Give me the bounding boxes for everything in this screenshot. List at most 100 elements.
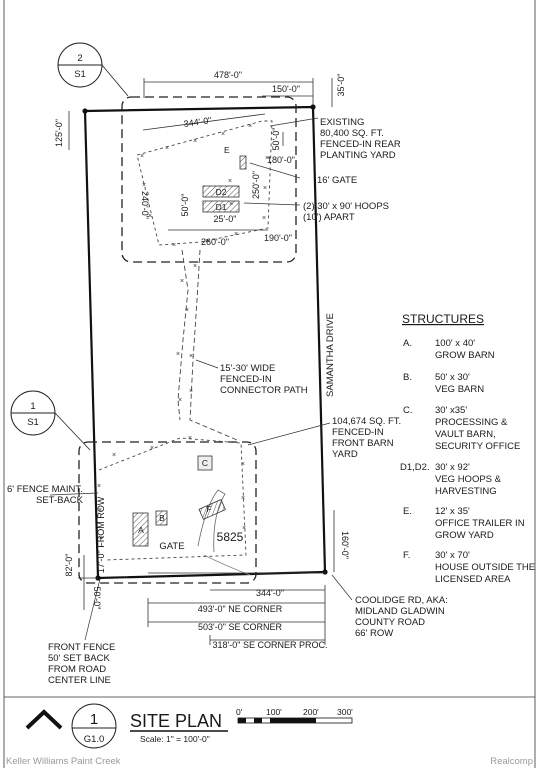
rear-yard-outline xyxy=(121,96,297,263)
svg-text:FROM ROAD: FROM ROAD xyxy=(48,664,106,675)
svg-text:OFFICE TRAILER IN: OFFICE TRAILER IN xyxy=(435,518,525,529)
svg-text:F.: F. xyxy=(403,550,410,561)
svg-text:(10') APART: (10') APART xyxy=(303,212,355,223)
rear-fence-line xyxy=(136,120,273,246)
svg-text:MIDLAND GLADWIN: MIDLAND GLADWIN xyxy=(355,606,445,617)
ref-upper-number: 2 xyxy=(77,53,82,64)
svg-text:×: × xyxy=(265,155,269,162)
tag-c: C xyxy=(202,458,208,468)
svg-text:A.: A. xyxy=(403,338,412,349)
svg-text:FRONT BARN: FRONT BARN xyxy=(332,438,394,449)
front-fence-markers: ××× ××× ××× xyxy=(97,435,246,542)
building-a xyxy=(132,512,149,547)
svg-text:×: × xyxy=(189,388,193,395)
svg-text:×: × xyxy=(241,461,245,468)
tag-b: B xyxy=(159,513,165,523)
dim-rear-190: 190'-0" xyxy=(264,233,292,243)
svg-text:FENCED-IN REAR: FENCED-IN REAR xyxy=(320,139,401,150)
dim-front-82: 82'-0" xyxy=(64,554,74,577)
svg-text:LICENSED AREA: LICENSED AREA xyxy=(435,574,511,585)
gate-label: GATE xyxy=(159,541,184,552)
svg-text:YARD: YARD xyxy=(332,449,358,460)
svg-text:×: × xyxy=(263,185,267,192)
svg-text:(2) 30' x 90' HOOPS: (2) 30' x 90' HOOPS xyxy=(303,201,389,212)
svg-text:EXISTING: EXISTING xyxy=(320,117,364,128)
building-c xyxy=(197,455,213,471)
dim-rear-250: 250'-0" xyxy=(251,171,261,199)
drawing-number: 1 xyxy=(90,711,98,728)
structures-heading: STRUCTURES xyxy=(402,312,484,326)
dim-se-proc: 318'-0" SE CORNER PROC. xyxy=(213,640,328,650)
tag-e: E xyxy=(224,145,230,155)
svg-text:FRONT FENCE: FRONT FENCE xyxy=(48,642,115,653)
svg-text:×: × xyxy=(241,495,245,502)
svg-text:VAULT BARN,: VAULT BARN, xyxy=(435,429,496,440)
dim-front-50: 50'-0" xyxy=(92,587,102,610)
dim-rear-50b: 50'-0" xyxy=(180,194,190,217)
ref-upper-sheet: S1 xyxy=(74,69,86,80)
svg-text:×: × xyxy=(172,242,176,249)
svg-text:×: × xyxy=(242,525,246,532)
dim-rear-50a: 50'-0" xyxy=(271,128,281,151)
north-arrow-icon xyxy=(25,709,63,730)
svg-text:30' x 92': 30' x 92' xyxy=(435,462,470,473)
svg-text:FENCED-IN: FENCED-IN xyxy=(332,427,384,438)
svg-text:×: × xyxy=(165,145,169,152)
svg-text:×: × xyxy=(112,452,116,459)
building-b xyxy=(155,510,168,526)
svg-text:E.: E. xyxy=(403,506,412,517)
tag-d2: D2 xyxy=(216,187,227,197)
svg-text:×: × xyxy=(234,231,238,238)
leader-lines xyxy=(49,117,353,641)
connector-path-markers: ××× ××× × xyxy=(176,263,197,404)
svg-text:×: × xyxy=(248,123,252,130)
dim-rear-left: 240'-0" xyxy=(140,191,150,219)
svg-text:×: × xyxy=(180,278,184,285)
svg-text:30' x35': 30' x35' xyxy=(435,405,467,416)
dimension-lines xyxy=(68,78,335,645)
svg-text:D1,D2.: D1,D2. xyxy=(400,462,430,473)
svg-text:50' x 30': 50' x 30' xyxy=(435,372,470,383)
dim-top-corner: 35'-0" xyxy=(336,74,346,97)
svg-text:PROCESSING &: PROCESSING & xyxy=(435,417,508,428)
svg-text:300': 300' xyxy=(337,707,353,717)
note-existing-yard: EXISTING 80,400 SQ. FT. FENCED-IN REAR P… xyxy=(320,117,401,161)
svg-text:×: × xyxy=(140,153,144,160)
tag-f: F xyxy=(206,504,211,514)
scale-bar: 0' 100' 200' 300' xyxy=(236,707,353,724)
footer-left: Keller Williams Paint Creek xyxy=(6,756,121,767)
svg-text:×: × xyxy=(193,263,197,270)
building-f xyxy=(198,499,226,520)
note-road: COOLIDGE RD, AKA: MIDLAND GLADWIN COUNTY… xyxy=(355,595,448,639)
building-d1 xyxy=(202,200,240,213)
svg-text:30' x 70': 30' x 70' xyxy=(435,550,470,561)
svg-text:FENCED-IN: FENCED-IN xyxy=(220,374,272,385)
svg-text:100': 100' xyxy=(266,707,282,717)
svg-text:B.: B. xyxy=(403,372,412,383)
building-e xyxy=(239,155,247,170)
svg-text:SECURITY OFFICE: SECURITY OFFICE xyxy=(435,441,520,452)
svg-text:CENTER LINE: CENTER LINE xyxy=(48,675,111,686)
svg-text:6' FENCE MAINT.: 6' FENCE MAINT. xyxy=(7,484,83,495)
svg-text:×: × xyxy=(148,213,152,220)
svg-text:×: × xyxy=(188,435,192,442)
svg-text:×: × xyxy=(98,507,102,514)
svg-text:50' SET BACK: 50' SET BACK xyxy=(48,653,110,664)
svg-text:VEG BARN: VEG BARN xyxy=(435,384,484,395)
svg-text:15'-30' WIDE: 15'-30' WIDE xyxy=(220,363,275,374)
dim-rear-top: 344'-0" xyxy=(183,115,212,129)
svg-text:GROW YARD: GROW YARD xyxy=(435,530,494,541)
building-d2 xyxy=(202,185,240,198)
svg-text:PLANTING YARD: PLANTING YARD xyxy=(320,150,396,161)
footer-right: Realcomp xyxy=(490,756,533,767)
boundary-corner-dots xyxy=(82,104,328,581)
svg-text:200': 200' xyxy=(303,707,319,717)
svg-text:GROW BARN: GROW BARN xyxy=(435,350,495,361)
tag-d1: D1 xyxy=(216,202,227,212)
street-label: SAMANTHA DRIVE xyxy=(325,313,336,397)
svg-text:×: × xyxy=(97,483,101,490)
dim-front-160: 160'-0" xyxy=(340,531,350,559)
svg-text:×: × xyxy=(185,307,189,314)
dim-top-overall: 478'-0" xyxy=(214,70,242,80)
